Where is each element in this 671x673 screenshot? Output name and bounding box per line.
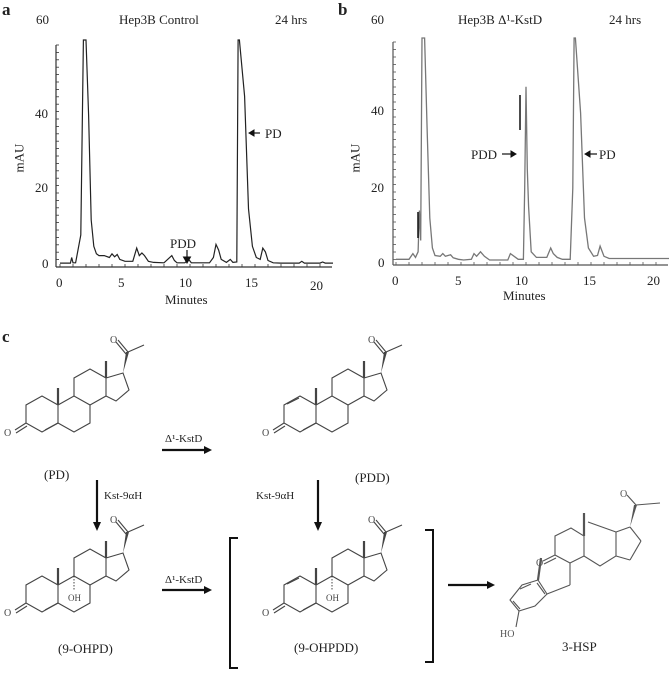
panel-c-letter: c [2, 327, 10, 346]
structure-3hsp [509, 494, 661, 628]
enzyme-kst9-right: Kst-9αH [256, 490, 295, 502]
panel-b-letter: b [338, 0, 348, 19]
chart-b-arrows [502, 150, 597, 158]
chart-b-xlabel: Minutes [503, 288, 546, 303]
chart-a-xtick-5: 5 [118, 275, 125, 290]
svg-text:O: O [4, 608, 11, 619]
compound-pd-label: (PD) [44, 467, 70, 482]
structure-pd: O O [4, 335, 146, 439]
chart-a-axes [55, 44, 332, 268]
chart-a-pdd-label: PDD [170, 236, 197, 251]
chart-a-arrows [182, 129, 260, 264]
chart-a-pd-label: PD [265, 126, 282, 141]
chart-b-xtick-5: 5 [455, 273, 462, 288]
svg-text:O: O [110, 515, 117, 526]
chart-a-xtick-0: 0 [56, 275, 63, 290]
structure-9ohpdd: OH O O [262, 515, 404, 619]
chart-a-xlabel: Minutes [165, 292, 208, 307]
chart-a-trace [60, 39, 333, 264]
chart-b-ytop-label: 60 [371, 12, 384, 27]
chart-a-ytick-40: 40 [35, 106, 48, 121]
reaction-arrows [93, 446, 495, 594]
hsp-hydroxyl: HO [500, 629, 514, 640]
svg-text:O: O [262, 428, 269, 439]
compound-3hsp-label: 3-HSP [562, 639, 597, 654]
pd-oxygen: O [4, 428, 11, 439]
chart-b-pdd-label: PDD [471, 147, 498, 162]
chart-b-time: 24 hrs [609, 12, 642, 27]
structure-9ohpd: OH O O [4, 515, 146, 619]
enzyme-kstd-bottom: Δ¹-KstD [165, 574, 203, 586]
svg-text:O: O [110, 335, 117, 346]
chromatograms [55, 37, 669, 268]
chart-a-xtick-15: 15 [245, 275, 258, 290]
svg-text:O: O [620, 489, 627, 500]
chart-b-trace [396, 37, 669, 261]
enzyme-kstd-top: Δ¹-KstD [165, 433, 203, 445]
brackets [229, 529, 434, 669]
hsp-ketone-o: O [536, 558, 543, 569]
compound-pdd-label: (PDD) [355, 470, 390, 485]
svg-text:O: O [262, 608, 269, 619]
chart-a-ytick-0: 0 [42, 256, 49, 271]
compound-9ohpdd-label: (9-OHPDD) [294, 640, 359, 655]
chart-b-xtick-20: 20 [647, 273, 660, 288]
chart-a-xtick-10: 10 [179, 275, 192, 290]
enzyme-kst9-left: Kst-9αH [104, 490, 143, 502]
chart-b-xtick-0: 0 [392, 273, 399, 288]
chart-a-ytop-label: 60 [36, 12, 49, 27]
chart-a-ytick-20: 20 [35, 180, 48, 195]
structure-pdd: O O [262, 335, 404, 439]
chart-b-ytick-40: 40 [371, 103, 384, 118]
chart-a-title: Hep3B Control [119, 12, 199, 27]
chart-a-xtick-20: 20 [310, 278, 323, 293]
chart-b-ytick-0: 0 [378, 255, 385, 270]
chart-a-time: 24 hrs [275, 12, 308, 27]
svg-text:O: O [368, 515, 375, 526]
chart-b-ytick-20: 20 [371, 180, 384, 195]
chart-b-pd-label: PD [599, 147, 616, 162]
compound-9ohpd-label: (9-OHPD) [58, 641, 113, 656]
chart-b-xtick-10: 10 [515, 273, 528, 288]
chart-b-axes [392, 41, 668, 266]
chart-b-xtick-15: 15 [583, 273, 596, 288]
panel-a-letter: a [2, 0, 11, 19]
svg-text:OH: OH [326, 593, 339, 603]
svg-text:O: O [368, 335, 375, 346]
svg-text:OH: OH [68, 593, 81, 603]
chart-b-title: Hep3B Δ¹-KstD [458, 12, 543, 27]
